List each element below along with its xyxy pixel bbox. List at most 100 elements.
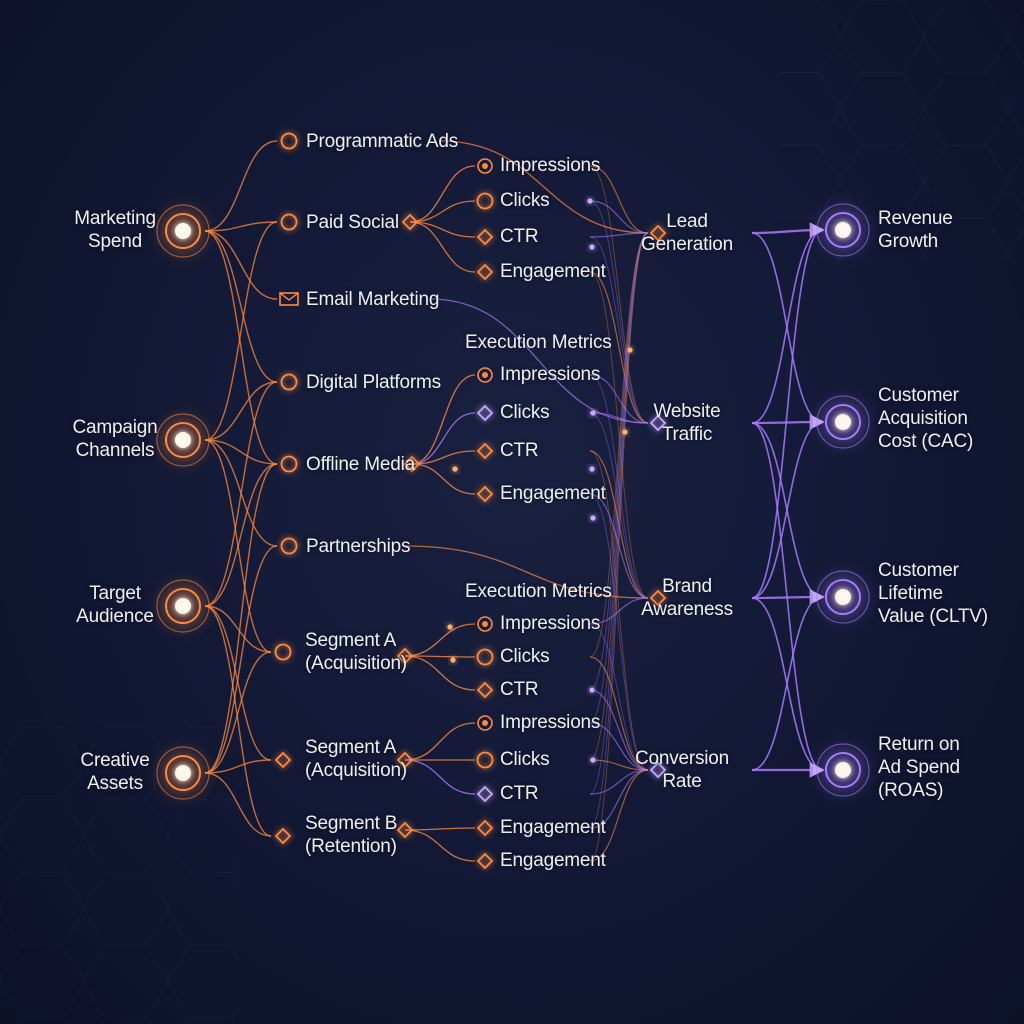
target-icon-center xyxy=(482,163,488,169)
outcome-diamond-icon xyxy=(649,761,667,779)
diamond-icon xyxy=(274,827,292,845)
hub-diamond-icon xyxy=(396,751,414,769)
metric-label: Clicks xyxy=(500,190,550,211)
diamond-icon xyxy=(476,485,494,503)
circle-icon xyxy=(476,751,494,769)
source-node-ring-outer xyxy=(156,579,210,633)
diamond-icon xyxy=(476,228,494,246)
metric-outcome-link xyxy=(589,412,649,424)
diamond-icon xyxy=(476,852,494,870)
channel-metric-link xyxy=(404,623,476,657)
metrics-header: Execution Metrics xyxy=(465,581,612,602)
metric-outcome-link xyxy=(589,165,649,424)
source-label: Marketing Spend xyxy=(74,208,156,252)
metric-label: Clicks xyxy=(500,402,550,423)
channel-metric-link xyxy=(404,655,476,691)
metric-outcome-link xyxy=(589,623,649,771)
circle-icon xyxy=(274,643,292,661)
result-node-ring xyxy=(825,212,861,248)
source-node-ring-outer xyxy=(156,746,210,800)
result-node-core xyxy=(835,222,851,238)
circle-icon xyxy=(280,455,298,473)
target-icon-center xyxy=(482,720,488,726)
channel-label: Segment A (Acquisition) xyxy=(305,630,407,674)
metric-label: Engagement xyxy=(500,817,606,838)
metric-outcome-link xyxy=(589,769,649,829)
source-channel-link xyxy=(204,463,278,774)
target-icon xyxy=(477,715,493,731)
source-channel-link xyxy=(204,759,272,774)
source-node-core xyxy=(175,598,191,614)
source-channel-link xyxy=(204,605,272,653)
metric-outcome-link xyxy=(589,232,649,658)
flow-dot xyxy=(589,244,595,250)
source-node-core xyxy=(175,223,191,239)
source-node-core xyxy=(175,765,191,781)
flow-dot xyxy=(627,347,633,353)
channel-metric-link xyxy=(411,412,476,465)
outcome-diamond-icon xyxy=(649,414,667,432)
metric-label: Impressions xyxy=(500,155,601,176)
diamond-icon xyxy=(476,785,494,803)
metric-label: CTR xyxy=(500,440,539,461)
channel-metric-link xyxy=(409,200,476,223)
source-channel-link xyxy=(204,381,278,607)
target-icon-center xyxy=(482,372,488,378)
channel-metric-link xyxy=(404,829,476,862)
result-node-ring xyxy=(825,752,861,788)
hub-diamond-icon xyxy=(401,213,419,231)
circle-icon xyxy=(280,213,298,231)
outcome-result-link xyxy=(751,589,826,605)
source-node-ring xyxy=(165,213,201,249)
result-node-ring xyxy=(825,579,861,615)
source-channel-link xyxy=(204,463,278,607)
metric-outcome-link xyxy=(589,232,649,238)
channel-metric-link xyxy=(409,221,476,273)
outcome-diamond-icon xyxy=(649,224,667,242)
metric-outcome-link xyxy=(589,450,649,599)
result-label: Customer Lifetime Value (CLTV) xyxy=(878,560,988,627)
flow-dot xyxy=(589,687,595,693)
channel-label: Partnerships xyxy=(306,536,411,557)
source-channel-link xyxy=(204,221,278,232)
flow-dot xyxy=(590,410,596,416)
outcome-label: Conversion Rate xyxy=(634,748,730,792)
metric-outcome-link xyxy=(589,493,649,771)
source-channel-link xyxy=(204,381,278,441)
metric-outcome-link xyxy=(589,769,649,795)
circle-icon xyxy=(476,192,494,210)
outcome-label: Brand Awareness xyxy=(641,576,733,620)
source-channel-link xyxy=(204,545,278,774)
source-channel-link xyxy=(204,140,278,232)
channel-metric-link xyxy=(411,463,476,495)
metric-outcome-link xyxy=(589,412,649,599)
source-channel-link xyxy=(204,772,272,837)
diamond-icon xyxy=(476,442,494,460)
circle-icon xyxy=(280,373,298,391)
result-node-core xyxy=(835,762,851,778)
outcome-result-link xyxy=(751,591,825,771)
source-node-ring xyxy=(165,422,201,458)
flow-dot xyxy=(589,466,595,472)
source-node-ring-outer xyxy=(156,413,210,467)
metric-outcome-link xyxy=(589,232,649,724)
channel-metric-link xyxy=(404,722,476,761)
metric-label: Impressions xyxy=(500,712,601,733)
metric-outcome-link xyxy=(589,271,649,599)
flow-dot xyxy=(447,624,453,630)
metric-label: Impressions xyxy=(500,613,601,634)
source-channel-link xyxy=(204,230,278,465)
channel-metric-link xyxy=(409,165,476,223)
result-node-ring-outer xyxy=(816,203,870,257)
channel-label: Segment A (Acquisition) xyxy=(305,737,407,781)
flow-dot xyxy=(622,429,628,435)
source-label: Campaign Channels xyxy=(72,417,158,461)
channel-label: Programmatic Ads xyxy=(306,131,459,152)
metric-outcome-link xyxy=(589,232,649,761)
outcome-result-link xyxy=(751,224,825,599)
metric-outcome-link xyxy=(589,689,649,771)
metric-outcome-link xyxy=(589,769,649,862)
result-node-core xyxy=(835,414,851,430)
